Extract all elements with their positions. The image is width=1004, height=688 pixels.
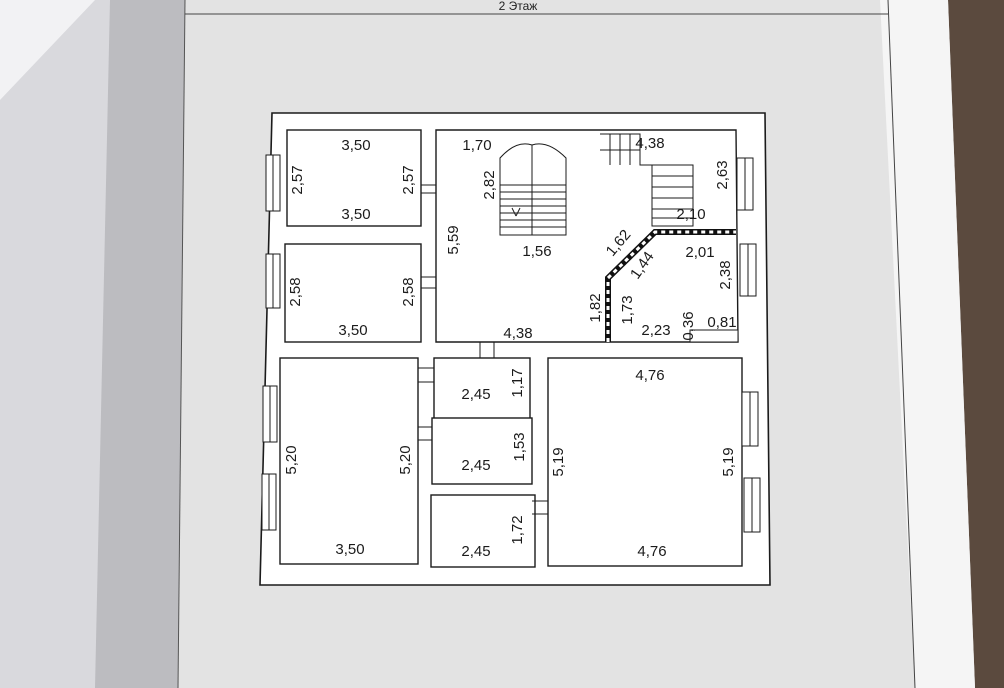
dim-mid-left-bottom: 3,50 bbox=[338, 322, 367, 339]
dim-angled-small-b: 0,81 bbox=[707, 314, 736, 331]
room-top-left bbox=[286, 129, 422, 227]
left-staircase bbox=[499, 143, 567, 236]
dim-angled-left-inner: 1,73 bbox=[619, 295, 636, 324]
dim-bottom-left-left: 5,20 bbox=[283, 445, 300, 474]
dim-bottom-right-left: 5,19 bbox=[550, 447, 567, 476]
dim-stair-width: 1,56 bbox=[522, 243, 551, 260]
dim-bottom-left-bottom: 3,50 bbox=[335, 541, 364, 558]
dim-hall-top: 1,70 bbox=[462, 137, 491, 154]
small-room-3 bbox=[430, 494, 536, 568]
dim-stair-right-lower: 2,10 bbox=[676, 206, 705, 223]
dim-mid-left-right: 2,58 bbox=[400, 277, 417, 306]
frame-line-left bbox=[177, 0, 186, 688]
frame-line-right bbox=[887, 0, 916, 688]
small-niche bbox=[689, 329, 739, 343]
dim-bottom-left-right: 5,20 bbox=[397, 445, 414, 474]
dim-top-left-right: 2,57 bbox=[400, 165, 417, 194]
room-bottom-right bbox=[547, 357, 743, 567]
room-bottom-left bbox=[279, 357, 419, 565]
small-room-2 bbox=[431, 417, 533, 485]
dim-angled-bottom: 2,23 bbox=[641, 322, 670, 339]
dim-angled-top: 2,01 bbox=[685, 244, 714, 261]
dim-bottom-right-top: 4,76 bbox=[635, 367, 664, 384]
dim-stair-height: 2,82 bbox=[481, 170, 498, 199]
dim-small-1-bottom: 2,45 bbox=[461, 386, 490, 403]
dim-hall-bottom: 4,38 bbox=[503, 325, 532, 342]
dim-top-left-bottom: 3,50 bbox=[341, 206, 370, 223]
dim-small-2-right: 1,53 bbox=[511, 432, 528, 461]
right-staircase bbox=[600, 133, 694, 227]
dim-angled-right: 2,38 bbox=[717, 260, 734, 289]
paper-right-edge bbox=[880, 0, 975, 688]
dim-mid-left-left: 2,58 bbox=[287, 277, 304, 306]
dim-bottom-right-bottom: 4,76 bbox=[637, 543, 666, 560]
floor-title: 2 Этаж bbox=[499, 0, 538, 13]
dim-small-2-bottom: 2,45 bbox=[461, 457, 490, 474]
dim-top-left-top: 3,50 bbox=[341, 137, 370, 154]
dim-bottom-right-right: 5,19 bbox=[720, 447, 737, 476]
door-marks bbox=[418, 184, 548, 515]
angled-partition-hatch bbox=[606, 230, 736, 342]
dim-angled-small-a: 0,36 bbox=[680, 311, 697, 340]
room-mid-left bbox=[284, 243, 422, 343]
dim-small-1-right: 1,17 bbox=[509, 368, 526, 397]
dim-stair-right-top: 4,38 bbox=[635, 135, 664, 152]
dim-small-3-bottom: 2,45 bbox=[461, 543, 490, 560]
page-corner bbox=[0, 0, 95, 100]
dim-small-3-left: 1,72 bbox=[509, 515, 526, 544]
page-fold-shadow bbox=[95, 0, 185, 688]
dim-hall-left: 5,59 bbox=[445, 225, 462, 254]
dim-top-left-left: 2,57 bbox=[289, 165, 306, 194]
dim-angled-left-outer: 1,82 bbox=[587, 293, 604, 322]
left-page bbox=[0, 0, 118, 688]
dim-stair-right-side: 2,63 bbox=[714, 160, 731, 189]
